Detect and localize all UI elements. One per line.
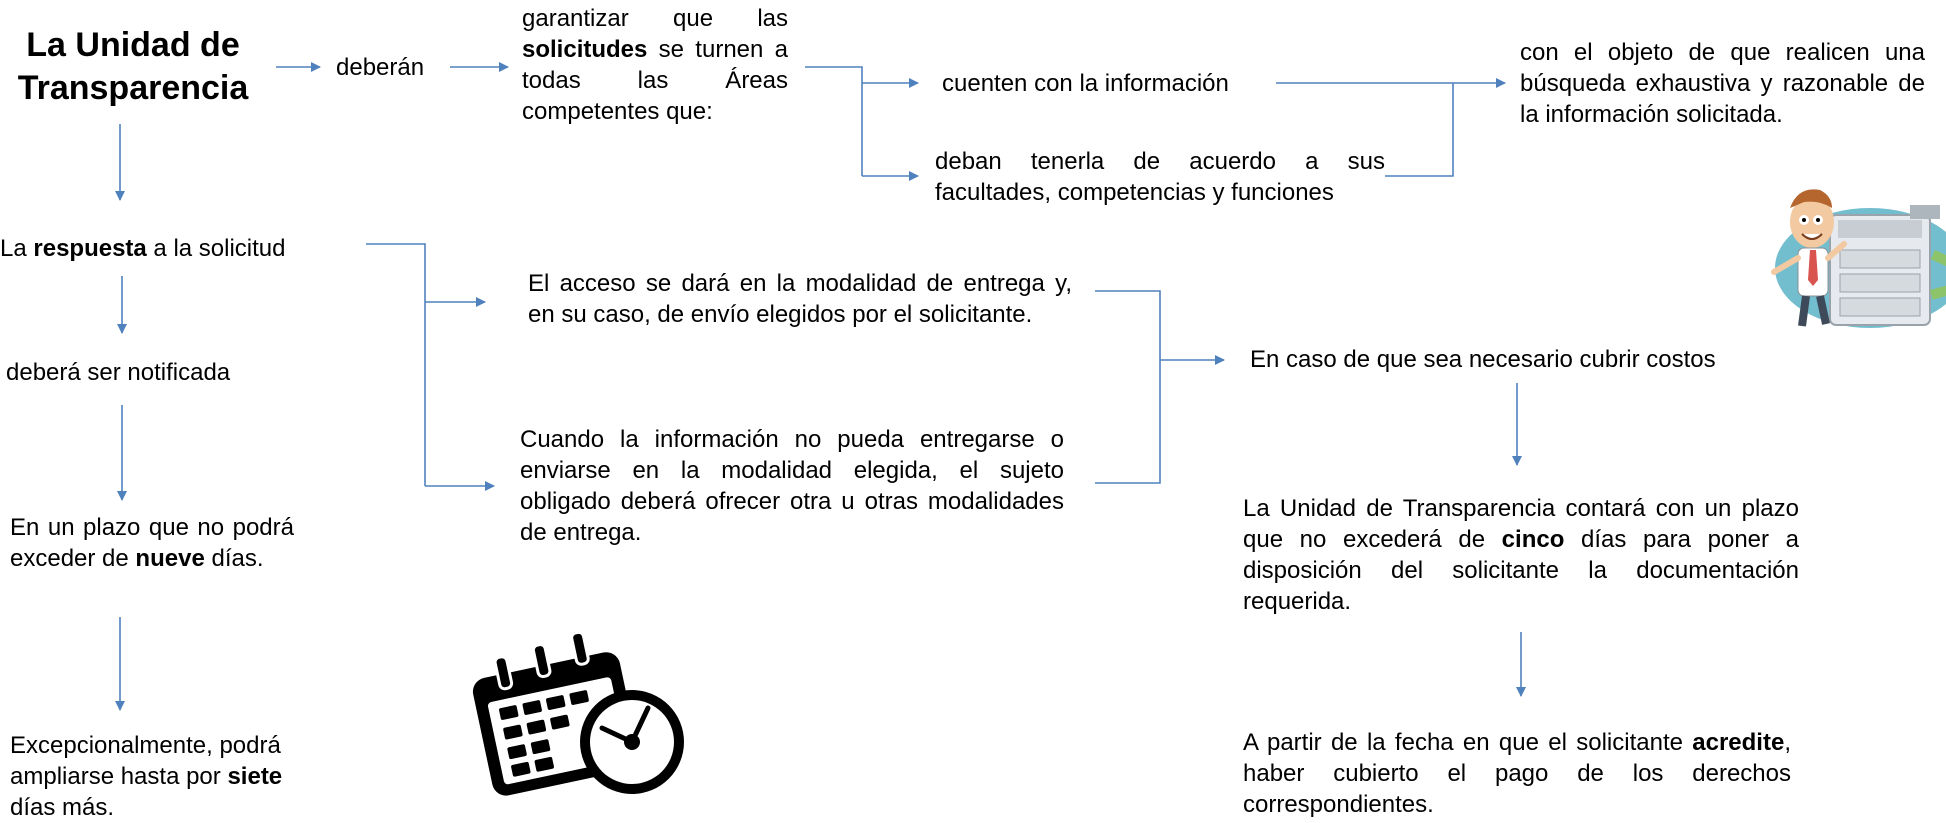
branch-respuesta — [366, 243, 426, 486]
deberan-label: deberán — [336, 54, 425, 81]
excepcional-post: días más. — [10, 794, 115, 821]
respuesta-pre: La — [0, 235, 34, 262]
respuesta-text: La respuesta a la solicitud — [0, 233, 286, 264]
respuesta-post: a la solicitud — [146, 235, 286, 262]
apartir-pre: A partir de la fecha en que el solicitan… — [1243, 729, 1693, 756]
excepcional-text: Excepcionalmente, podrá ampliarse hasta … — [10, 730, 320, 823]
unidad-plazo-pre: La Unidad de Transparencia contará con u… — [1243, 495, 1799, 553]
title-line-1: La Unidad de — [26, 26, 240, 64]
deban-text: deban tenerla de acuerdo a sus facultade… — [935, 148, 1385, 206]
plazo-text: En un plazo que no podrá exceder de nuev… — [10, 512, 294, 574]
merge-deban — [1385, 83, 1454, 177]
page-title: La Unidad de Transparencia — [8, 24, 258, 110]
garantizar-bold: solicitudes — [522, 36, 648, 63]
unidad-plazo-text: La Unidad de Transparencia contará con u… — [1243, 493, 1799, 617]
unidad-plazo-bold: cinco — [1501, 526, 1565, 553]
excepcional-bold: siete — [227, 763, 283, 790]
unidad-plazo-post: días para poner a disposición del solici… — [1243, 526, 1799, 615]
merge-modalidad — [1095, 290, 1161, 484]
notificada-text: deberá ser notificada — [6, 359, 231, 386]
apartir-post: , haber cubierto el pago de los derechos… — [1243, 729, 1791, 818]
apartir-text: A partir de la fecha en que el solicitan… — [1243, 727, 1791, 820]
calendar-clock-icon — [472, 630, 684, 796]
garantizar-post: se turnen a todas las Áreas competentes … — [522, 36, 788, 125]
excepcional-pre: Excepcionalmente, podrá ampliarse hasta … — [10, 732, 281, 790]
garantizar-pre: garantizar que las — [522, 5, 788, 32]
plazo-pre: En un plazo que no podrá exceder de — [10, 514, 294, 572]
branch-garantizar — [805, 66, 863, 176]
plazo-bold: nueve — [135, 545, 205, 572]
respuesta-bold: respuesta — [33, 235, 147, 262]
garantizar-text: garantizar que las solicitudes se turnen… — [522, 3, 788, 127]
plazo-post: días. — [204, 545, 264, 572]
objeto-text: con el objeto de que realicen una búsque… — [1520, 39, 1925, 128]
cuenten-text: cuenten con la información — [942, 70, 1229, 97]
title-line-2: Transparencia — [17, 69, 249, 107]
cuando-text: Cuando la información no pueda entregars… — [520, 426, 1064, 546]
costos-text: En caso de que sea necesario cubrir cost… — [1250, 346, 1716, 373]
apartir-bold: acredite — [1692, 729, 1785, 756]
office-worker-illustration — [1771, 189, 1946, 328]
acceso-text: El acceso se dará en la modalidad de ent… — [528, 270, 1072, 328]
